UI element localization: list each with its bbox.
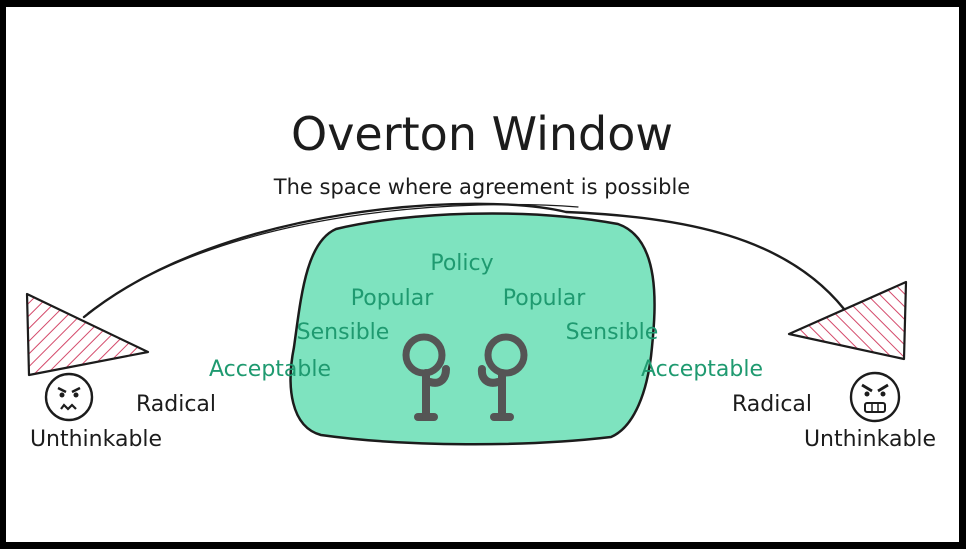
label-radical-left: Radical (136, 392, 216, 417)
label-popular-left: Popular (351, 286, 434, 311)
overton-arc-sketch (87, 203, 579, 314)
label-popular-right: Popular (503, 286, 586, 311)
label-acceptable-left: Acceptable (209, 357, 331, 382)
label-sensible-right: Sensible (566, 320, 659, 345)
diagram-title: Overton Window (291, 107, 673, 161)
overton-diagram: Overton Window The space where agreement… (25, 107, 936, 452)
diagram-canvas: Overton Window The space where agreement… (6, 7, 959, 542)
furious-face-icon (849, 371, 901, 423)
label-acceptable-right: Acceptable (641, 357, 763, 382)
label-unthinkable-left: Unthinkable (30, 427, 162, 452)
overton-arc (82, 202, 846, 319)
two-people-talking-icon (402, 333, 528, 421)
right-hatched-triangle (787, 280, 908, 361)
label-sensible-left: Sensible (297, 320, 390, 345)
diagram-subtitle: The space where agreement is possible (273, 175, 690, 199)
left-hatched-triangle (25, 292, 150, 377)
label-unthinkable-right: Unthinkable (804, 427, 936, 452)
label-radical-right: Radical (732, 392, 812, 417)
label-policy: Policy (430, 251, 493, 276)
overton-window-shape (289, 212, 656, 446)
angry-face-icon (44, 372, 94, 422)
